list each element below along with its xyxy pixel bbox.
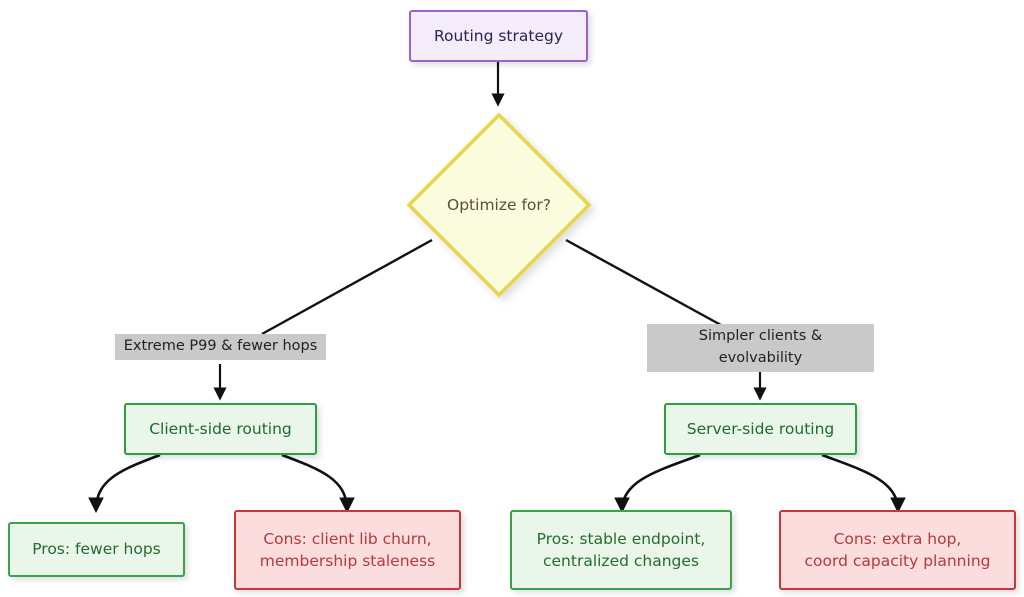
node-right-pros[interactable]: Pros: stable endpoint, centralized chang…	[510, 510, 732, 590]
edge-server-to-cons	[821, 453, 906, 514]
edge-server-to-pros	[614, 453, 701, 514]
edge-client-to-cons	[281, 453, 355, 514]
node-left-cons[interactable]: Cons: client lib churn, membership stale…	[234, 510, 461, 590]
node-left-cons-label: Cons: client lib churn, membership stale…	[259, 529, 436, 570]
node-server-side-routing-label: Server-side routing	[686, 419, 835, 438]
node-decision-label: Optimize for?	[447, 195, 551, 214]
node-decision-optimize-for[interactable]: Optimize for?	[406, 112, 592, 298]
node-client-side-routing-label: Client-side routing	[149, 419, 292, 438]
node-right-pros-label: Pros: stable endpoint, centralized chang…	[536, 529, 706, 570]
edge-client-to-pros	[88, 453, 161, 514]
edge-label-simpler-clients: Simpler clients & evolvability	[647, 324, 874, 372]
edge-label-extreme-p99: Extreme P99 & fewer hops	[115, 334, 326, 360]
node-right-cons[interactable]: Cons: extra hop, coord capacity planning	[779, 510, 1016, 590]
node-server-side-routing[interactable]: Server-side routing	[664, 403, 857, 455]
node-routing-strategy[interactable]: Routing strategy	[409, 10, 588, 62]
node-right-cons-label: Cons: extra hop, coord capacity planning	[804, 529, 991, 570]
node-left-pros-label: Pros: fewer hops	[32, 540, 161, 559]
diamond-shape	[406, 112, 592, 298]
node-left-pros[interactable]: Pros: fewer hops	[8, 522, 185, 577]
edge-label-simpler-clients-text: Simpler clients & evolvability	[698, 328, 823, 366]
node-client-side-routing[interactable]: Client-side routing	[124, 403, 317, 455]
node-routing-strategy-label: Routing strategy	[433, 26, 563, 45]
edge-label-extreme-p99-text: Extreme P99 & fewer hops	[123, 338, 318, 355]
